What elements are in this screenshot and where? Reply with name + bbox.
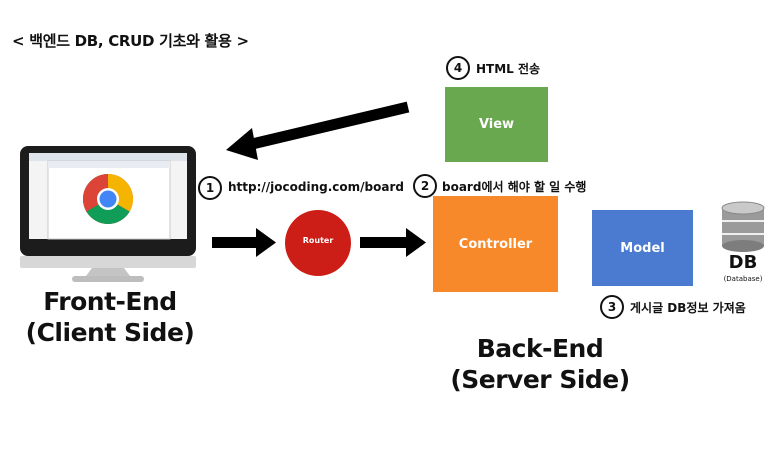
frontend-subtitle: (Client Side) [25, 318, 195, 347]
step-3-badge: 3 [600, 295, 624, 319]
router-to-controller-arrow [360, 228, 426, 257]
step-4-badge: 4 [446, 56, 470, 80]
view-label: View [478, 117, 515, 132]
frontend-caption: Front-End (Client Side) [10, 286, 210, 348]
model-label: Model [620, 240, 665, 256]
step-4-label: HTML 전송 [476, 62, 541, 76]
model-box: Model [592, 210, 693, 286]
frontend-title: Front-End [43, 287, 177, 316]
controller-box: Controller [433, 196, 558, 292]
controller-label: Controller [458, 236, 533, 252]
html-response-arrow [226, 101, 410, 160]
page-title: < 백엔드 DB, CRUD 기초와 활용 > [12, 32, 249, 50]
chrome-icon [83, 174, 133, 224]
step-1-label: http://jocoding.com/board [228, 180, 404, 194]
step-2-label: board에서 해야 할 일 수행 [442, 180, 587, 194]
backend-subtitle: (Server Side) [450, 365, 630, 394]
backend-title: Back-End [476, 334, 604, 363]
step-1-badge: 1 [198, 176, 222, 200]
database-icon [721, 201, 765, 252]
step-2-badge: 2 [413, 174, 437, 198]
router-label: Router [302, 236, 334, 245]
router-node-shape [285, 210, 351, 276]
request-arrow [212, 228, 276, 257]
view-box: View [445, 87, 548, 162]
db-sub-label: (Database) [723, 275, 763, 283]
backend-caption: Back-End (Server Side) [440, 333, 640, 395]
db-label: DB [728, 252, 758, 273]
step-3-label: 게시글 DB정보 가져옴 [630, 301, 746, 315]
